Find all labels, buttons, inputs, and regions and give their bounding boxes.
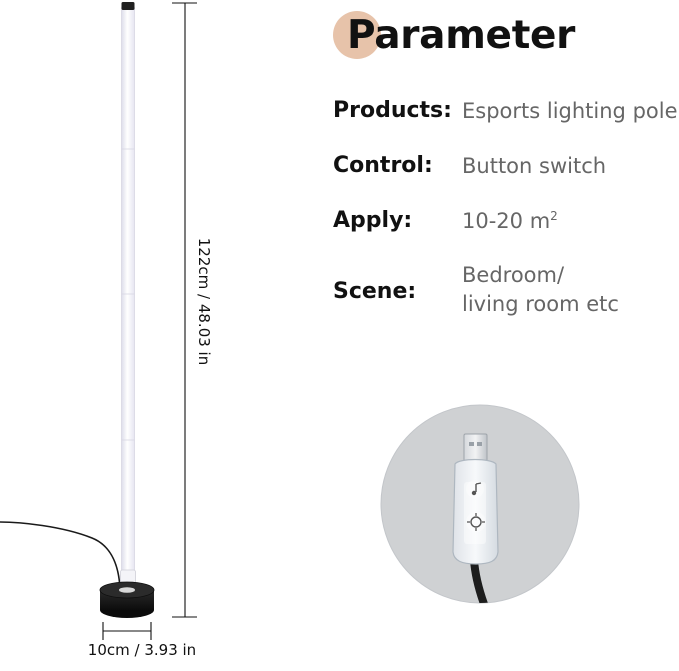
apply-area-superscript: 2	[550, 209, 558, 223]
param-label-products: Products:	[333, 98, 452, 123]
param-value-control: Button switch	[462, 154, 607, 178]
height-dimension-label-wrap: 122cm / 48.03 in	[195, 194, 213, 409]
pole-base	[99, 581, 155, 618]
apply-area-value: 10-20 m	[462, 209, 551, 233]
height-dimension-line	[172, 2, 197, 618]
power-cable	[0, 521, 121, 590]
lighting-pole	[120, 2, 136, 591]
parameter-heading: Parameter	[333, 8, 623, 66]
page-title: Parameter	[347, 13, 576, 58]
param-value-products: Esports lighting pole	[462, 99, 678, 123]
base-dimension-line	[102, 622, 152, 640]
height-dimension-label: 122cm / 48.03 in	[195, 237, 213, 366]
param-value-scene-line-2: living room etc	[462, 292, 619, 316]
base-dimension-label: 10cm / 3.93 in	[87, 641, 197, 659]
param-label-scene: Scene:	[333, 279, 417, 304]
param-label-control: Control:	[333, 153, 433, 178]
music-note-icon[interactable]	[466, 480, 484, 498]
usb-controller-body	[452, 458, 499, 565]
param-value-apply: 10-20 m2	[462, 207, 558, 235]
param-label-apply: Apply:	[333, 208, 413, 233]
title-accent-dot	[333, 11, 381, 59]
param-value-scene-line-1: Bedroom/	[462, 263, 565, 287]
settings-icon[interactable]	[466, 512, 486, 532]
usb-controller-inset	[380, 404, 580, 604]
